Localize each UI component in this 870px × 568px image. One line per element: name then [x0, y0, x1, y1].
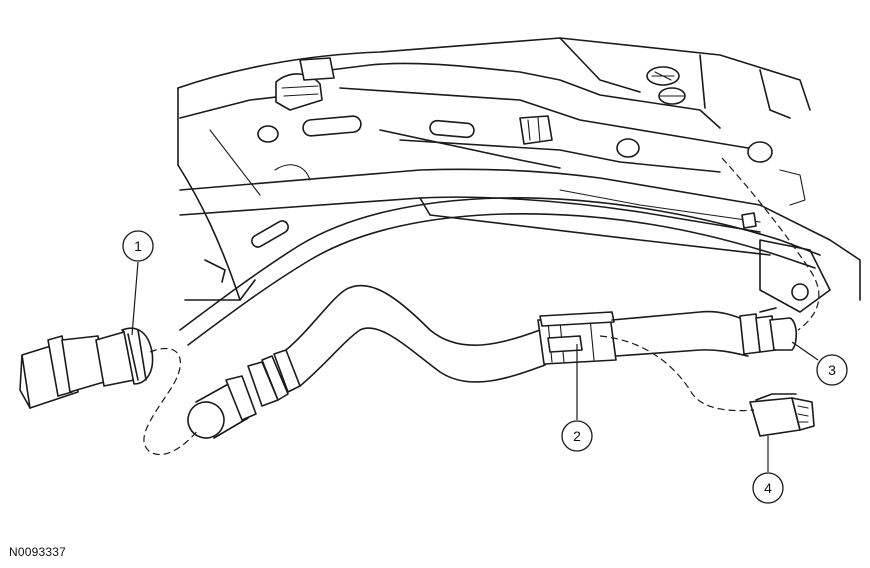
callout-3: 3 — [791, 341, 848, 386]
figure-id-label: N0093337 — [9, 545, 66, 559]
callout-3-label: 3 — [828, 362, 836, 378]
dashed-leaders — [143, 157, 820, 456]
upper-tube — [179, 197, 821, 346]
callout-4-label: 4 — [764, 480, 772, 496]
callout-4: 4 — [752, 436, 784, 504]
vehicle-frame — [177, 37, 861, 313]
callout-1: 1 — [122, 230, 154, 336]
callout-2: 2 — [561, 344, 593, 452]
hose-end-with-clamp — [19, 327, 154, 409]
callout-2-label: 2 — [573, 428, 581, 444]
lower-hose — [187, 284, 798, 439]
electrical-connector — [749, 393, 815, 437]
callout-1-label: 1 — [134, 238, 142, 254]
